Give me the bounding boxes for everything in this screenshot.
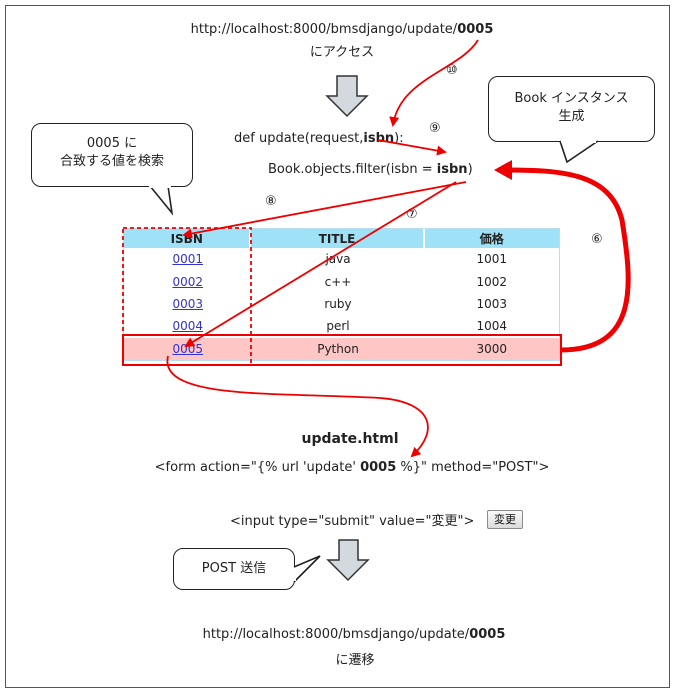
step-10: ⑩ <box>446 63 458 78</box>
price-cell: 1001 <box>476 252 508 267</box>
books-table: ISBN TITLE 価格 0001 java 1001 0002 c++ 10… <box>123 228 560 361</box>
callout-instance-tail <box>559 140 599 164</box>
callout-search-tail <box>149 185 174 216</box>
bottom-transition-text: に遷移 <box>335 653 375 668</box>
down-arrow-top-icon <box>325 75 369 118</box>
table-row: 0001 java 1001 <box>124 248 559 270</box>
down-arrow-bottom-icon <box>326 539 370 582</box>
callout-post-tail <box>293 555 321 583</box>
step-9: ⑨ <box>429 121 441 136</box>
arrow-step-10 <box>389 39 479 127</box>
callout-search: 0005 に 合致する値を検索 <box>31 123 193 187</box>
price-cell: 1002 <box>476 274 508 289</box>
bottom-url: http://localhost:8000/bmsdjango/update/0… <box>202 627 506 642</box>
table-row: 0003 ruby 1003 <box>124 293 559 315</box>
col-header-price: 価格 <box>424 229 559 248</box>
title-cell: c++ <box>324 274 352 289</box>
callout-instance-tail-mask <box>561 138 596 143</box>
view-filter-line: Book.objects.filter(isbn = isbn) <box>268 162 473 177</box>
top-access-text: にアクセス <box>309 45 375 60</box>
title-cell: java <box>325 252 351 267</box>
step-6: ⑥ <box>591 232 603 247</box>
title-cell: ruby <box>324 296 352 311</box>
table-row: 0002 c++ 1002 <box>124 270 559 292</box>
isbn-link[interactable]: 0004 <box>172 319 203 334</box>
table-row-highlighted: 0005 Python 3000 <box>124 337 559 360</box>
arrow-link-to-template <box>166 355 429 458</box>
col-header-title: TITLE <box>251 229 425 248</box>
callout-instance-line2: 生成 <box>558 109 585 124</box>
callout-instance-line1: Book インスタンス <box>514 91 629 106</box>
arrow-step-9 <box>377 139 447 156</box>
template-filename: update.html <box>301 431 399 447</box>
view-def-line: def update(request,isbn): <box>234 131 404 146</box>
bottom-url-id: 0005 <box>469 627 506 642</box>
isbn-link[interactable]: 0001 <box>172 252 203 267</box>
col-header-isbn: ISBN <box>124 229 252 248</box>
table-header-row: ISBN TITLE 価格 <box>124 229 559 248</box>
callout-post: POST 送信 <box>173 548 295 590</box>
highlight-row-box <box>122 334 562 366</box>
callout-instance: Book インスタンス 生成 <box>488 76 655 142</box>
callout-search-tail-mask <box>149 183 171 188</box>
callout-post-tail-mask <box>291 568 296 581</box>
diagram-frame <box>5 5 670 688</box>
arrow-step-6-head <box>494 160 512 180</box>
step-8: ⑧ <box>265 194 277 209</box>
price-cell: 1003 <box>476 296 508 311</box>
price-cell: 3000 <box>424 337 559 360</box>
input-tag-line: <input type="submit" value="変更"> <box>230 514 475 529</box>
form-tag-line: <form action="{% url 'update' 0005 %}" m… <box>154 460 550 475</box>
title-cell: Python <box>251 337 425 360</box>
arrow-step-8 <box>182 181 467 239</box>
title-cell: perl <box>326 319 350 334</box>
top-url-id: 0005 <box>457 22 494 37</box>
arrow-step-6 <box>502 167 631 353</box>
table-row: 0004 perl 1004 <box>124 315 559 337</box>
callout-search-line2: 合致する値を検索 <box>59 154 164 169</box>
price-cell: 1004 <box>476 319 508 334</box>
isbn-link[interactable]: 0002 <box>172 274 203 289</box>
top-url: http://localhost:8000/bmsdjango/update/0… <box>190 22 494 37</box>
step-7: ⑦ <box>406 207 418 222</box>
change-button[interactable]: 変更 <box>487 510 523 529</box>
callout-search-line1: 0005 に <box>86 136 138 151</box>
arrow-step-7 <box>184 181 457 348</box>
isbn-link[interactable]: 0003 <box>172 296 203 311</box>
